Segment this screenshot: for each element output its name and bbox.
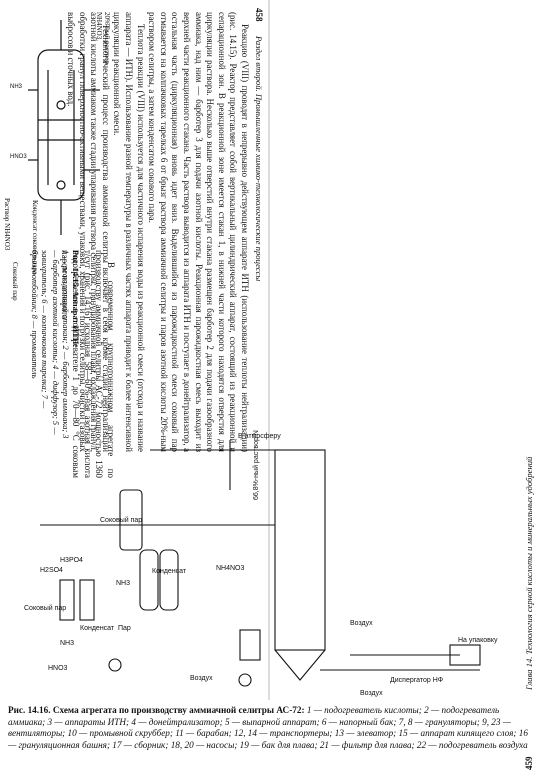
scheme-label-condensate-2: Конденсат	[80, 625, 115, 632]
figure-caption-14-15: Рис. 14.15. Аппарат ИТН: 1 — реакционный…	[29, 250, 80, 440]
figure-caption-14-16: Рис. 14.16. Схема агрегата по производст…	[8, 705, 528, 751]
scheme-label-steam-line: Пар	[118, 625, 131, 632]
scheme-label-h3po4: H3PO4	[60, 557, 83, 564]
figure-caption-title: Рис. 14.15. Аппарат ИТН:	[71, 250, 80, 348]
left-page: 458 Раздел второй. Промышленные химико-т…	[0, 0, 268, 700]
scheme-label-air: Воздух	[350, 620, 373, 627]
scheme-label-air-3: Воздух	[360, 690, 383, 697]
caption-body: 1 — подогреватель кислоты; 2 — подогрева…	[8, 705, 528, 750]
page-gutter	[268, 0, 270, 700]
fig-label-steam: Соковый пар	[11, 262, 19, 301]
ac72-flow-scheme: В атмосферу Соковый пар Воздух Воздух Во…	[24, 430, 498, 697]
running-head-left: Раздел второй. Промышленные химико-техно…	[254, 36, 264, 282]
scheme-label-steam-sok: Соковый пар	[24, 604, 66, 612]
scheme-label-nh4no3: NH4NO3	[216, 565, 245, 572]
page-number-right: 459	[524, 756, 534, 771]
scheme-label-nitrate-sol: 66,8%-ный раствор NH4NO3	[252, 430, 260, 500]
fig-label-condensate: Конденсат сокового пара	[31, 200, 39, 275]
scheme-label-nh3-b: NH3	[60, 640, 74, 647]
scheme-label-condensate: Конденсат	[152, 568, 187, 575]
fig-label-hno3: HNO3	[10, 154, 27, 160]
running-head-right: Глава 14. Технология серной кислоты и ми…	[524, 456, 534, 690]
figure-caption-body: 1 — реакционный стакан; 2 — барботер амм…	[30, 250, 70, 439]
scheme-label-atmosphere: В атмосферу	[238, 433, 281, 440]
paragraph-1: Реакцию (VIII) проводят в непрерывно дей…	[147, 12, 250, 452]
apparatus-itn-figure: NH3 HNO3	[10, 20, 100, 235]
scheme-label-dispersant: Диспергатор НФ	[390, 677, 443, 684]
scheme-label-h2so4: H2SO4	[40, 567, 63, 574]
scheme-label-hno3: HNO3	[48, 665, 68, 672]
fig-label-nh3: NH3	[10, 84, 23, 90]
caption-title: Рис. 14.16. Схема агрегата по производст…	[8, 705, 305, 715]
scheme-label-nh3: NH3	[116, 580, 130, 587]
scheme-label-air-2: Воздух	[190, 675, 213, 682]
fig-label-solution: Раствор NH4NO3	[3, 198, 11, 251]
fig-label-nh4no3: NH4NO3	[95, 12, 103, 40]
scheme-label-to-pack: На упаковку	[458, 637, 498, 644]
scheme-label-steam: Соковый пар	[100, 516, 142, 524]
page-number-left: 458	[254, 8, 264, 22]
